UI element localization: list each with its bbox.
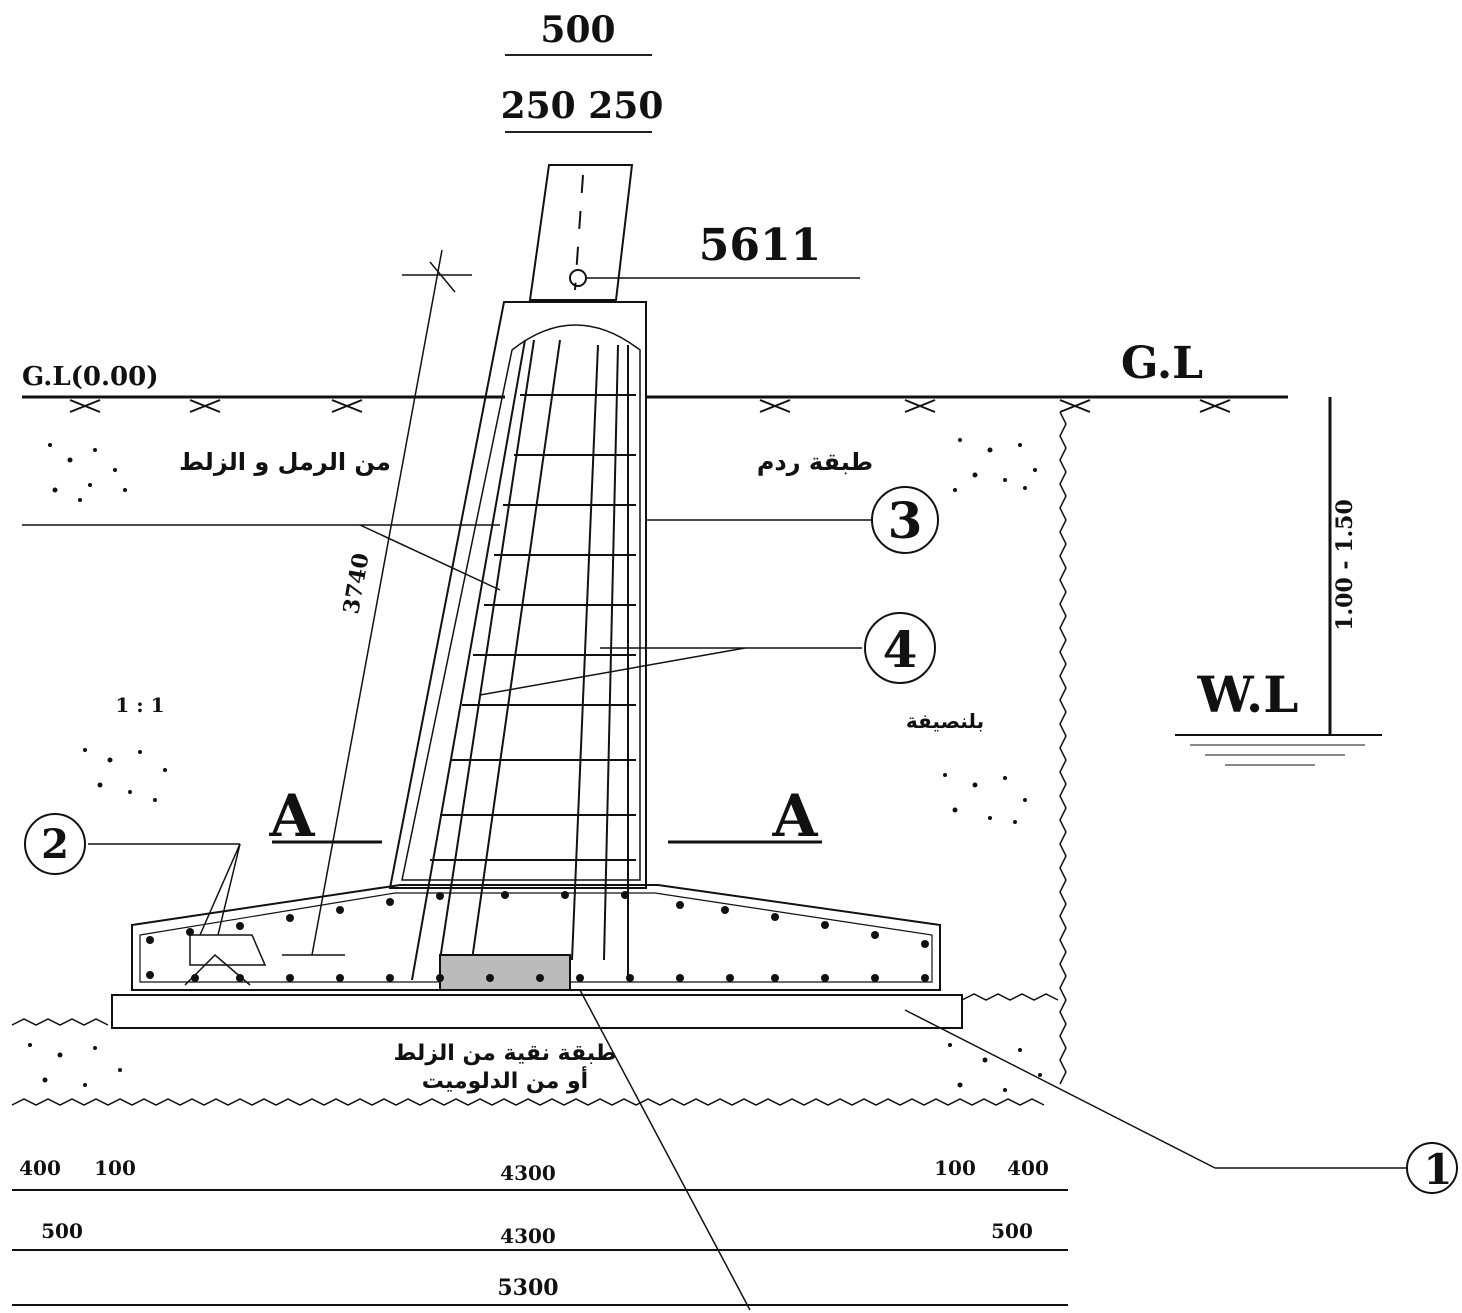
bottom-dimension-lines xyxy=(12,1189,1068,1306)
slope-label: 1 : 1 xyxy=(115,693,164,717)
stem-dim-label: 3740 xyxy=(338,551,374,616)
dim-row2-a: 500 xyxy=(41,1219,83,1243)
top-dimensions: 500 250 250 xyxy=(501,9,664,133)
water-level-label: W.L xyxy=(1197,665,1299,724)
ground-level-elevation: G.L(0.00) xyxy=(22,362,159,392)
stem-dimension-line xyxy=(282,249,472,956)
dim-row2-b: 4300 xyxy=(500,1224,556,1248)
excavation-boundary xyxy=(11,411,1067,1106)
top-dim-split: 250 250 xyxy=(501,85,664,127)
callout-1: 1 xyxy=(1423,1145,1452,1194)
dim-row1-c: 4300 xyxy=(500,1161,556,1185)
bar-mark-label: 5611 xyxy=(699,220,821,271)
callout-leaders xyxy=(88,519,1408,1311)
callout-4: 4 xyxy=(883,620,918,679)
water-level-range: 1.00 - 1.50 xyxy=(1332,499,1358,631)
dim-row1-d: 100 xyxy=(934,1156,976,1180)
top-dim-total: 500 xyxy=(540,9,615,51)
ground-level-label: G.L xyxy=(1121,338,1203,389)
wall-body xyxy=(388,301,647,981)
ground-level-line xyxy=(22,395,1288,413)
label-right-mid: بلنصيفة xyxy=(906,709,984,733)
callout-circles xyxy=(24,486,1458,1194)
section-mark-right: A xyxy=(771,782,818,850)
dim-row3: 5300 xyxy=(497,1275,558,1301)
label-base-layer-2: أو من الدلوميت xyxy=(422,1065,588,1094)
water-level-marker xyxy=(1175,397,1382,766)
label-right-fill: طبقة ردم xyxy=(757,448,873,476)
label-left-soil: من الرمل و الزلط xyxy=(179,448,391,476)
dim-row2-c: 500 xyxy=(991,1219,1033,1243)
soil-stipple xyxy=(28,438,1042,1092)
callout-2: 2 xyxy=(41,821,69,868)
footing-rebar-dots xyxy=(146,891,929,982)
dim-row1-a: 400 xyxy=(19,1156,61,1180)
dim-row1-e: 400 xyxy=(1007,1156,1049,1180)
section-mark-left: A xyxy=(268,782,315,850)
callout-3: 3 xyxy=(888,491,923,550)
footing xyxy=(111,884,963,1029)
wall-stem-top xyxy=(528,164,860,301)
dim-row1-b: 100 xyxy=(94,1156,136,1180)
label-base-layer-1: طبقة نقية من الزلط xyxy=(394,1041,617,1066)
